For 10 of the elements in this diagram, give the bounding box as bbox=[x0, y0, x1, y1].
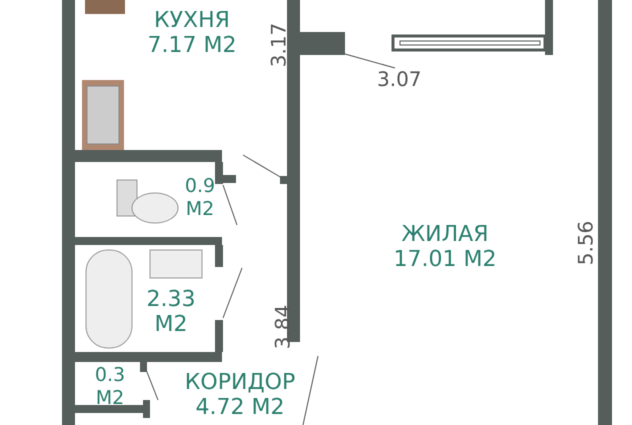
living-room-label: ЖИЛАЯ 17.01 M2 bbox=[394, 222, 496, 272]
dimension-label: 3.84 bbox=[271, 304, 294, 350]
dimension-label: 3.07 bbox=[377, 68, 422, 90]
closet-label: 0.3 M2 bbox=[87, 364, 133, 410]
dimension-label: 3.17 bbox=[267, 22, 290, 68]
bathroom-label: 2.33 M2 bbox=[136, 287, 206, 337]
toilet-label: 0.9 M2 bbox=[177, 175, 223, 221]
kitchen-label: КУХНЯ 7.17 M2 bbox=[148, 8, 236, 58]
corridor-label: КОРИДОР 4.72 M2 bbox=[184, 370, 296, 420]
dimension-label: 5.56 bbox=[574, 220, 596, 266]
